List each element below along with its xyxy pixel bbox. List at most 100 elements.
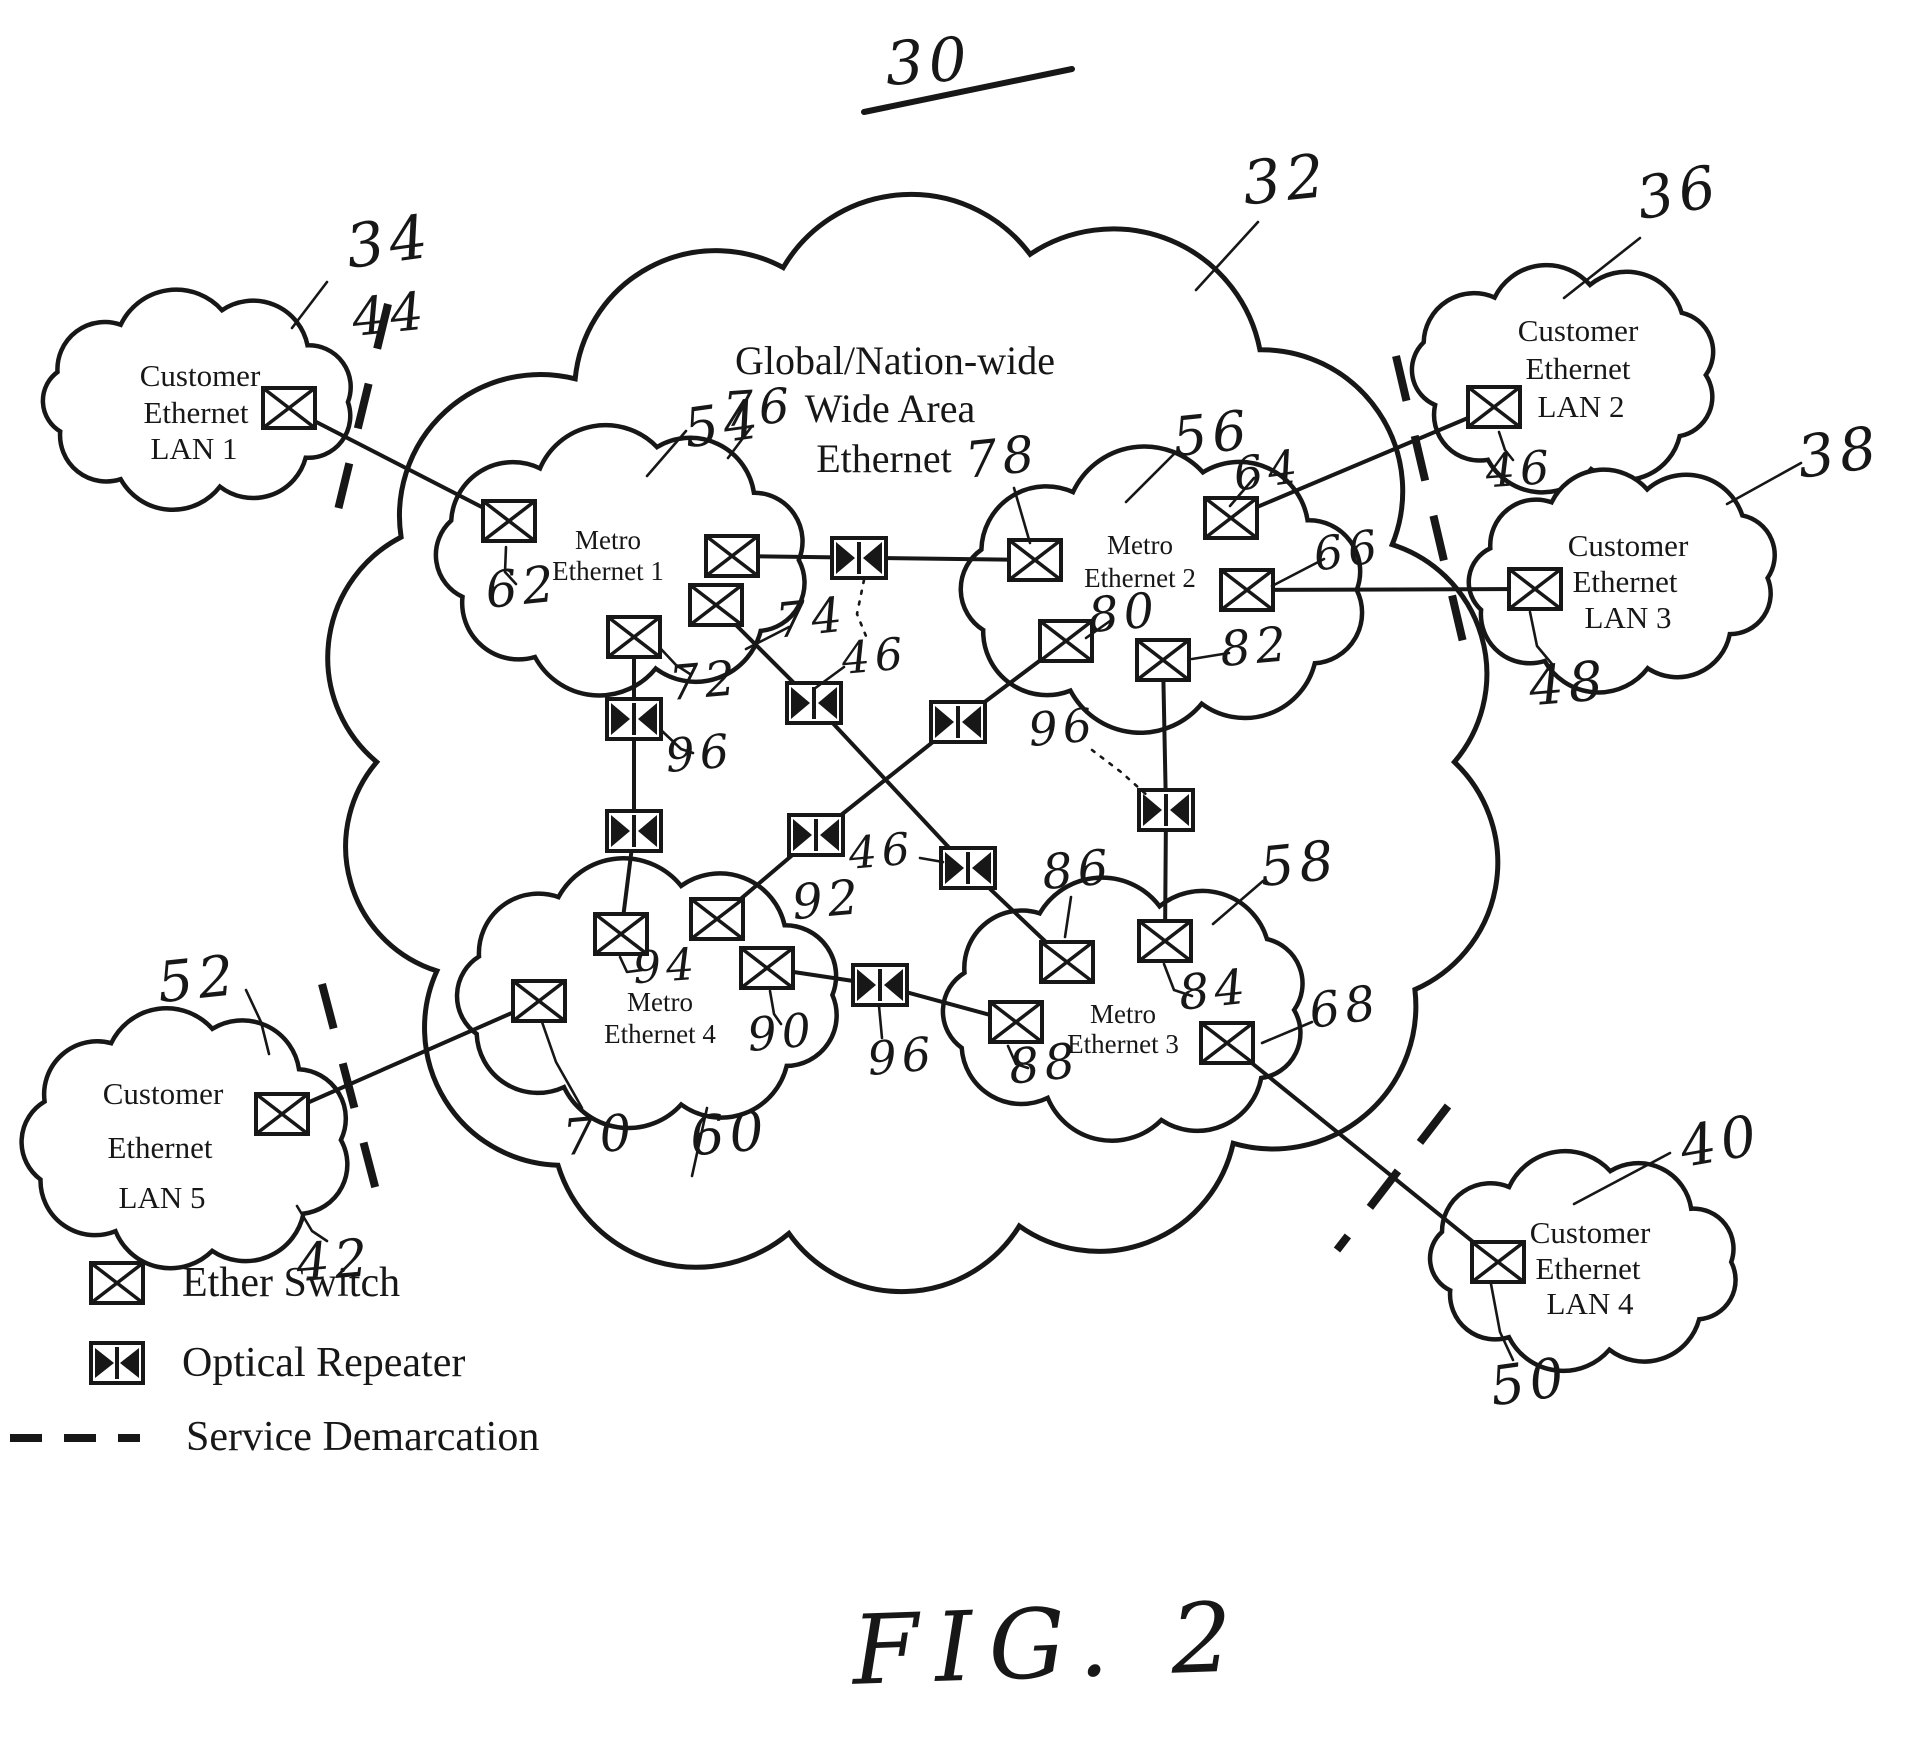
ref-label-66-18: 66: [1310, 519, 1385, 582]
leader-46-30: [918, 856, 945, 864]
leader-72-14: [659, 647, 692, 676]
rep-76-78-right-arrow: [863, 542, 882, 574]
leader-66-11: [1270, 557, 1326, 588]
leader-56-6: [1124, 452, 1176, 504]
cloud-metro-4-label-2: Ethernet 4: [604, 1019, 716, 1049]
wan-title-line-1: Global/Nation-wide: [735, 338, 1055, 383]
leader-34-0: [290, 280, 329, 330]
ether-switch-44-x2: [261, 386, 317, 430]
leader-46-31: [1497, 430, 1515, 462]
rep-86-a-left-arrow: [945, 852, 964, 884]
ref-label-42-7: 42: [293, 1228, 375, 1294]
leader-48-32: [1528, 610, 1554, 666]
rep-92-a-left-arrow: [793, 819, 812, 851]
wan-title-line-2: Wide Area: [805, 386, 976, 431]
ref-label-30-0: 30: [883, 24, 974, 100]
rep-86-a-right-arrow: [972, 852, 991, 884]
rep-74-a-left-arrow: [791, 687, 810, 719]
cloud-lan-5-label-2: Ethernet: [107, 1130, 212, 1165]
leader-50-33: [1489, 1282, 1515, 1362]
cloud-metro-1: [433, 422, 807, 698]
ref-label-60-15: 60: [687, 1099, 771, 1169]
ref-label-54-12: 54: [680, 387, 767, 460]
leader-42-35: [295, 1204, 329, 1243]
link-74-86: [714, 603, 1069, 964]
ether-switch-80-x2: [1038, 619, 1094, 663]
leader-58-7: [1211, 879, 1265, 926]
leader-76-16: [726, 424, 754, 460]
leader-36-2: [1562, 236, 1642, 300]
ref-label-76-23: 76: [721, 378, 796, 439]
ether-switch-icon: [88, 1260, 146, 1306]
leader-86-21: [1063, 895, 1073, 939]
rep-74-a-right-arrow: [818, 687, 837, 719]
ref-label-56-13: 56: [1170, 398, 1255, 469]
ether-switch-64-x2: [1203, 496, 1259, 540]
link-70-42: [280, 999, 541, 1116]
ether-switch-86-x2: [1039, 940, 1095, 984]
cloud-metro-1-label-2: Ethernet 1: [552, 556, 664, 586]
cloud-metro-1-label-1: Metro: [575, 525, 641, 555]
leader-96-26: [1090, 748, 1151, 799]
rep-80-a-right-arrow: [962, 706, 981, 738]
ref-label-74-22: 74: [773, 587, 850, 650]
ref-label-96-34: 96: [1026, 697, 1099, 757]
service-demarcation-icon: [8, 1414, 142, 1460]
cloud-lan-4: [1427, 1148, 1738, 1374]
leader-82-19: [1190, 651, 1231, 661]
rep-90-88-right-arrow: [884, 969, 903, 1001]
cloud-lan-4-label-1: Customer: [1530, 1215, 1651, 1250]
leader-32-1: [1194, 220, 1260, 292]
ref-label-36-4: 36: [1631, 152, 1725, 234]
ref-label-58-14: 58: [1257, 828, 1342, 899]
ether-switch-94-x2: [593, 912, 649, 956]
ref-label-86-28: 86: [1040, 839, 1116, 901]
leader-62-9: [503, 545, 518, 586]
ref-label-46-37: 46: [846, 823, 917, 880]
rep-72-a-left-arrow: [611, 703, 630, 735]
cloud-lan-1-label-1: Customer: [140, 358, 261, 393]
leader-88-22: [1006, 1044, 1030, 1070]
cloud-lan-2-label-3: LAN 2: [1538, 389, 1625, 424]
rep-82-84-left-arrow: [1143, 794, 1162, 826]
ether-switch-88-x2: [988, 1000, 1044, 1044]
link-80-92: [715, 639, 1068, 921]
leader-80-18: [1084, 619, 1112, 640]
ether-switch-50-x2: [1470, 1240, 1526, 1284]
demarc-lan5: [318, 982, 382, 1200]
ref-label-38-5: 38: [1793, 413, 1885, 492]
legend-row-service-demarcation: Service Demarcation: [8, 1412, 539, 1462]
rep-72-b-left-arrow: [611, 815, 630, 847]
optical-repeater-icon: [88, 1340, 146, 1386]
leader-40-4: [1572, 1151, 1672, 1206]
leader-68-12: [1260, 1020, 1314, 1045]
cloud-lan-3-label-1: Customer: [1568, 528, 1689, 563]
ether-switch-48-x2: [1507, 567, 1563, 611]
ether-switch-66-x2: [1219, 568, 1275, 612]
leader-74-15: [744, 625, 791, 651]
cloud-metro-3-label-2: Ethernet 3: [1067, 1029, 1179, 1059]
cloud-lan-5-label-1: Customer: [103, 1076, 224, 1111]
ref-label-92-31: 92: [790, 869, 866, 931]
ref-label-34-2: 34: [342, 202, 437, 283]
ref-label-82-26: 82: [1218, 616, 1294, 678]
ether-switch-84-x2: [1137, 919, 1193, 963]
cloud-metro-3: [940, 875, 1305, 1143]
link-66-48: [1245, 587, 1537, 592]
leader-78-17: [1012, 486, 1032, 545]
ref-label-78-24: 78: [963, 424, 1042, 489]
leader-94-24: [618, 955, 644, 974]
cloud-lan-2-label-2: Ethernet: [1525, 351, 1630, 386]
ether-switch-76-x2: [704, 534, 760, 578]
ref-label-62-16: 62: [483, 554, 562, 619]
rep-76-78-left-arrow: [836, 542, 855, 574]
ref-label-44-3: 44: [348, 281, 431, 349]
rep-90-88-left-arrow: [857, 969, 876, 1001]
demarc-lan1: [333, 303, 392, 515]
leader-96-27: [877, 1004, 884, 1040]
cloud-lan-5-label-3: LAN 5: [119, 1180, 206, 1215]
ref-label-64-17: 64: [1230, 439, 1305, 502]
rep-80-a-left-arrow: [935, 706, 954, 738]
ref-label-40-6: 40: [1674, 1103, 1766, 1181]
